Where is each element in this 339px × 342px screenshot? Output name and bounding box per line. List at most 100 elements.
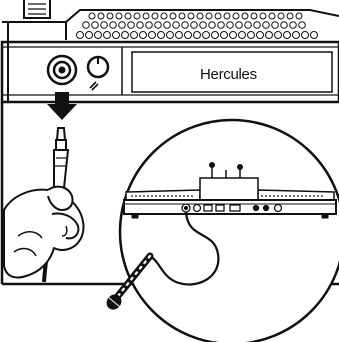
grille-hole	[296, 13, 302, 19]
mini-grille-dot	[179, 195, 181, 197]
mini-grille-dot	[171, 195, 173, 197]
grille-hole	[290, 22, 297, 29]
grille-hole	[230, 32, 237, 39]
grille-hole	[128, 22, 135, 29]
mini-grille-dot	[289, 195, 291, 197]
grille-hole	[311, 32, 318, 39]
inset-circle	[120, 120, 339, 342]
mini-grille-dot	[155, 195, 157, 197]
grille-hole	[155, 22, 162, 29]
mini-grille-dot	[273, 195, 275, 197]
grille-hole	[242, 13, 248, 19]
grille-hole	[302, 32, 309, 39]
grille-hole	[170, 13, 176, 19]
grille-hole	[152, 13, 158, 19]
grille-hole	[77, 32, 84, 39]
mini-grille-dot	[191, 195, 193, 197]
mini-grille-dot	[305, 195, 307, 197]
grille-hole	[272, 22, 279, 29]
grille-hole	[113, 32, 120, 39]
grille-hole	[251, 13, 257, 19]
mini-grille-dot	[167, 195, 169, 197]
grille-hole	[122, 32, 129, 39]
mini-grille-dot	[265, 195, 267, 197]
mini-grille-dot	[187, 195, 189, 197]
grille-hole	[137, 22, 144, 29]
grille-hole	[125, 13, 131, 19]
grille-hole	[191, 22, 198, 29]
grille-hole	[92, 22, 99, 29]
grille-hole	[275, 32, 282, 39]
grille-hole	[143, 13, 149, 19]
grille-hole	[224, 13, 230, 19]
grille-hole	[266, 32, 273, 39]
grille-hole	[140, 32, 147, 39]
mini-grille-dot	[261, 195, 263, 197]
mini-grille-dot	[321, 195, 323, 197]
mini-grille-dot	[143, 195, 145, 197]
grille-hole	[83, 22, 90, 29]
mini-front-connectors	[182, 204, 282, 212]
mini-grille-dot	[281, 195, 283, 197]
mini-grille-dot	[131, 195, 133, 197]
grille-hole	[86, 32, 93, 39]
grille-hole	[263, 22, 270, 29]
speaker-grille-pattern	[77, 13, 318, 39]
grille-hole	[95, 32, 102, 39]
grille-hole	[236, 22, 243, 29]
grille-hole	[221, 32, 228, 39]
grille-hole	[188, 13, 194, 19]
grille-hole	[89, 13, 95, 19]
grille-hole	[176, 32, 183, 39]
grille-hole	[167, 32, 174, 39]
grille-hole	[101, 22, 108, 29]
mini-grille-dot	[159, 195, 161, 197]
grille-hole	[293, 32, 300, 39]
mini-grille-dot	[309, 195, 311, 197]
mini-grille-dot	[297, 195, 299, 197]
grille-hole	[173, 22, 180, 29]
grille-hole	[164, 22, 171, 29]
grille-hole	[149, 32, 156, 39]
jack-plug	[54, 128, 68, 188]
grille-hole	[110, 22, 117, 29]
grille-hole	[209, 22, 216, 29]
grille-hole	[185, 32, 192, 39]
mini-grille-dot	[151, 195, 153, 197]
grille-hole	[284, 32, 291, 39]
mini-grille-dot	[175, 195, 177, 197]
hand-illustration	[4, 187, 83, 278]
grille-hole	[287, 13, 293, 19]
grille-hole	[203, 32, 210, 39]
mini-grille-dot	[293, 195, 295, 197]
grille-hole	[233, 13, 239, 19]
grille-hole	[197, 13, 203, 19]
grille-hole	[218, 22, 225, 29]
mini-grille-dot	[269, 195, 271, 197]
grille-hole	[134, 13, 140, 19]
grille-hole	[119, 22, 126, 29]
grille-hole	[212, 32, 219, 39]
mini-grille-dot	[313, 195, 315, 197]
mini-grille-dot	[163, 195, 165, 197]
grille-hole	[104, 32, 111, 39]
grille-hole	[254, 22, 261, 29]
grille-hole	[146, 22, 153, 29]
grille-hole	[248, 32, 255, 39]
grille-hole	[245, 22, 252, 29]
mini-grille-dot	[317, 195, 319, 197]
grille-hole	[239, 32, 246, 39]
mini-grille-dot	[147, 195, 149, 197]
grille-hole	[227, 22, 234, 29]
grille-hole	[260, 13, 266, 19]
grille-hole	[299, 22, 306, 29]
mini-grille-dot	[139, 195, 141, 197]
grille-hole	[98, 13, 104, 19]
mini-grille-dot	[135, 195, 137, 197]
grille-hole	[281, 22, 288, 29]
mini-grille-dot	[301, 195, 303, 197]
microphone-input-jack-icon	[48, 56, 76, 84]
mini-grille-dot	[277, 195, 279, 197]
mini-grille-dot	[285, 195, 287, 197]
